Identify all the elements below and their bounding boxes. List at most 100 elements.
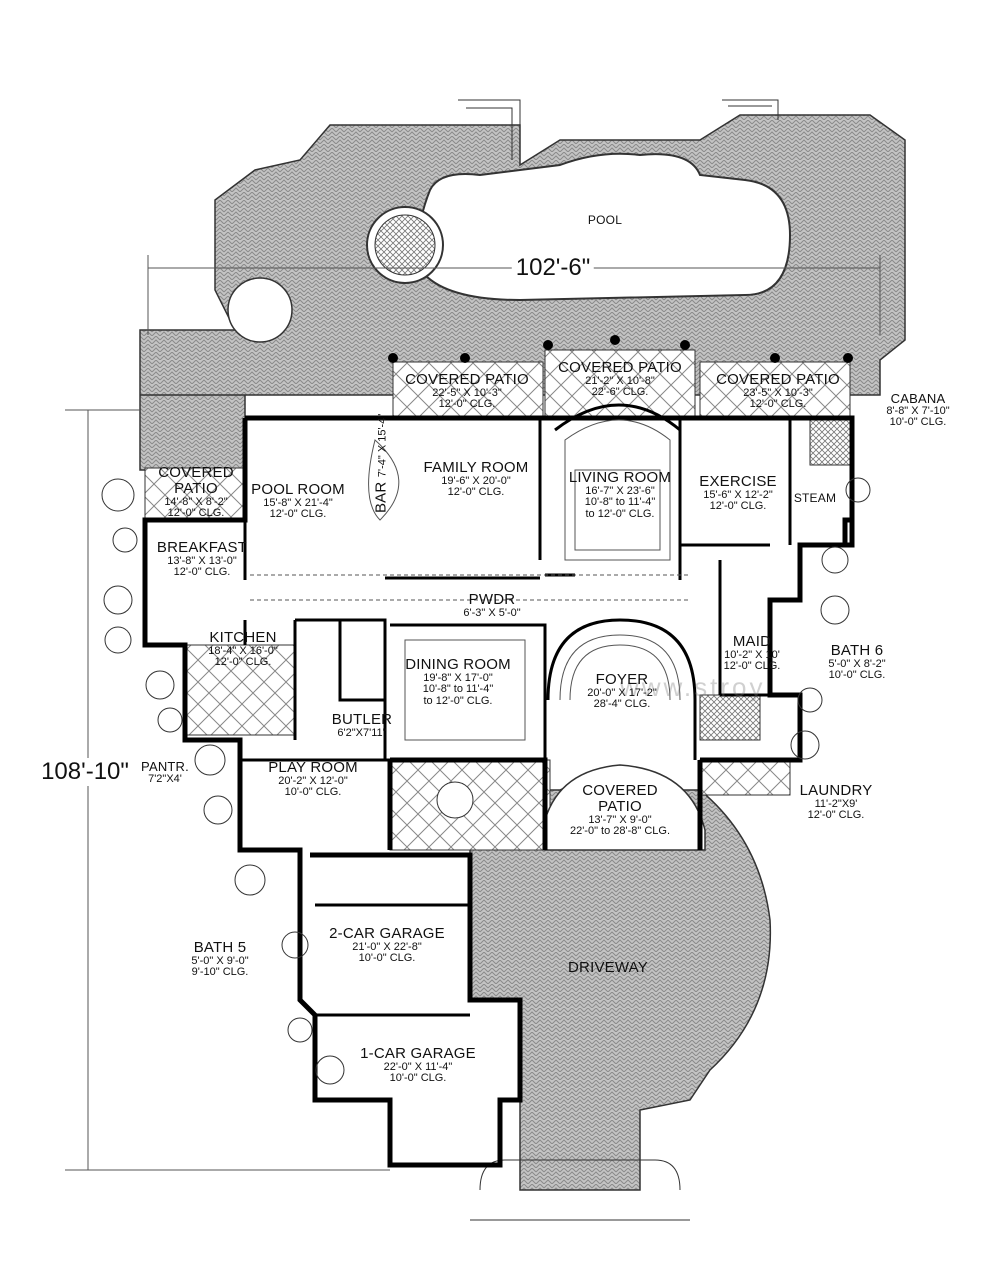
room-name: FOYER [595,671,649,688]
room-ceiling: 12'-0" CLG. [447,486,505,499]
room-name: POOL [587,213,623,227]
room-size: 22'-0" X 11'-4" [383,1060,453,1073]
room-size: 7'-4" X 15'-4" [376,413,389,478]
room-ceiling: 10'-0" CLG. [828,669,886,682]
room-pool: POOL [588,214,622,227]
room-name: DRIVEWAY [568,959,648,976]
room-name: DINING ROOM [405,656,511,673]
room-name: PWDR [468,591,516,608]
room-name: BATH 6 [830,642,884,659]
room-size: 10'-2" X 10' [724,648,780,661]
room-name: STEAM [793,491,837,505]
room-steam: STEAM [794,492,836,505]
room-ceiling: 12'-0" CLG. [214,656,272,669]
room-name: COVERED PATIO [558,359,682,376]
room-ceiling: 22'-0" to 28'-8" CLG. [569,825,671,838]
room-ceiling: 12'-0" CLG. [709,500,767,513]
landscape-plants [101,477,871,1085]
room-size: 5'-0" X 9'-0" [191,954,249,967]
room-size: 15'-6" X 12'-2" [703,488,773,501]
room-ceiling: 12'-0" CLG. [807,809,865,822]
room-name: KITCHEN [209,629,277,646]
room-name: EXERCISE [699,473,777,490]
room-name: 2-CAR GARAGE [329,925,445,942]
room-ceiling: to 12'-0" CLG. [423,694,493,707]
room-name: PATIO [174,479,218,497]
room-name: BAR [372,481,390,514]
width-dimension: 102'-6" [511,254,595,282]
room-ceiling: 10'-8" to 11'-4" [422,683,494,696]
room-name: LAUNDRY [799,782,873,799]
room-name: MAID [732,633,772,650]
room-ceiling: 12'-0" CLG. [269,508,327,521]
room-ceiling: 12'-0" CLG. [749,398,807,411]
room-size: 20'-0" X 17'-2" [587,686,657,699]
room-name: COVERED PATIO [716,371,840,388]
room-size: 13'-7" X 9'-0" [588,813,652,826]
room-size: 22'-5" X 10'-3" [432,386,502,399]
room-size: 13'-8" X 13'-0" [167,554,237,567]
covered-patio-center [544,349,696,421]
room-name: COVERED [582,782,658,799]
room-name: BREAKFAST [156,539,248,556]
room-ceiling: 10'-8" to 11'-4" [584,496,656,509]
room-size: 7'2"X4' [148,772,182,785]
room-ceiling: to 12'-0" CLG. [585,507,655,520]
room-name: PATIO [598,797,642,815]
room-size: 14'-8" X 8'-2" [164,495,228,508]
room-pantry: PANTR.7'2"X4' [141,760,189,785]
room-name: POOL ROOM [251,481,345,498]
room-name: PANTR. [141,759,189,774]
room-name: FAMILY ROOM [423,459,529,476]
room-bar: BAR 7'-4" X 15'-4" [372,413,391,514]
room-size: 20'-2" X 12'-0" [278,774,348,787]
room-name: PLAY ROOM [268,759,358,776]
room-name: LIVING ROOM [568,469,672,486]
room-name: 1-CAR GARAGE [360,1045,476,1062]
room-size: 21'-2" X 10'-8" [585,374,655,387]
room-size: 8'-8" X 7'-10" [886,404,950,417]
room-ceiling: 12'-0" CLG. [723,660,781,673]
room-size: 19'-8" X 17'-0" [423,671,493,684]
room-ceiling: 9'-10" CLG. [191,966,249,979]
room-size: 18'-4" X 16'-0" [208,644,278,657]
room-size: 23'-5" X 10'-3" [743,386,813,399]
room-size: 6'2"X7'11" [337,726,387,739]
room-size: 16'-7" X 23'-6" [585,484,655,497]
room-ceiling: 12'-0" CLG. [167,507,225,520]
room-ceiling: 10'-0" CLG. [889,416,947,429]
room-size: 19'-6" X 20'-0" [441,474,511,487]
room-name: BATH 5 [193,939,247,956]
room-ceiling: 12'-0" CLG. [173,566,231,579]
room-size: 11'-2"X9' [814,797,858,810]
depth-dimension: 108'-10" [37,758,133,786]
room-name: COVERED PATIO [405,371,529,388]
room-name: COVERED [158,464,234,481]
room-size: 21'-0" X 22'-8" [352,940,422,953]
room-ceiling: 10'-0" CLG. [389,1072,447,1085]
